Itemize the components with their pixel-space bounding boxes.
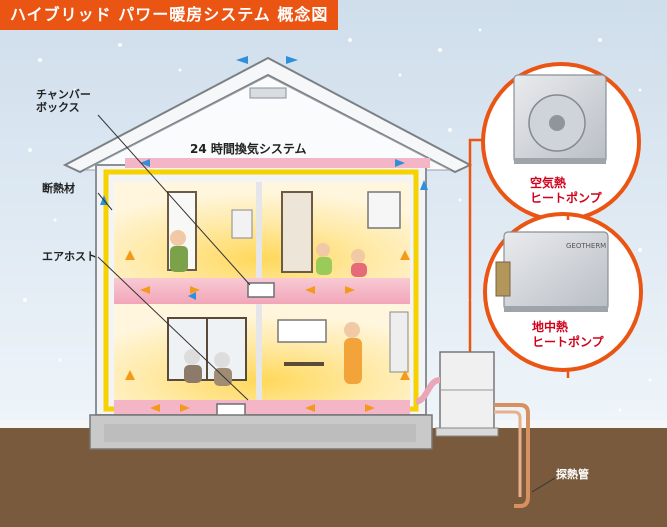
ground-pipe-label: 探熱管	[556, 468, 589, 481]
air-hose-label: エアホスト	[42, 250, 97, 263]
brand-logo: GEOTHERM	[566, 242, 606, 250]
attic-duct	[125, 158, 430, 168]
indoor-unit	[440, 352, 494, 430]
air-heat-pump-label-line2: ヒートポンプ	[530, 191, 602, 206]
chamber-box	[248, 283, 274, 297]
ground-heat-pump-label-line1: 地中熱	[532, 320, 568, 335]
insulation-label: 断熱材	[42, 182, 75, 195]
ground-heat-pump-label-line2: ヒートポンプ	[532, 335, 604, 350]
chamber-box-label-line1: チャンバー	[36, 88, 91, 101]
air-heat-pump-label-line1: 空気熱	[530, 176, 566, 191]
chamber-box-label-line2: ボックス	[36, 101, 80, 114]
ventilation-label: 24 時間換気システム	[190, 140, 307, 157]
page-title: ハイブリッド パワー暖房システム 概念図	[0, 0, 338, 30]
